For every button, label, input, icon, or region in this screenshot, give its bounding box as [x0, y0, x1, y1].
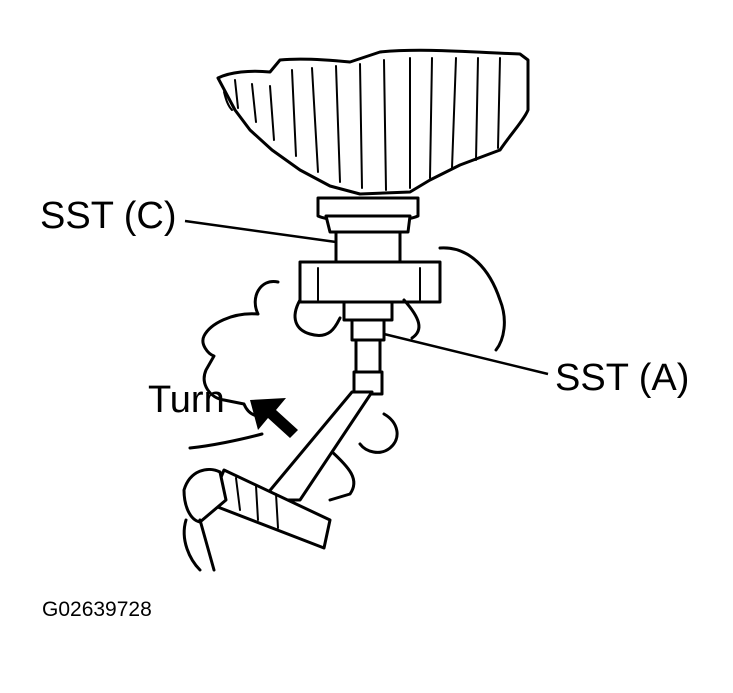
- leader-line-sst-a: [383, 332, 549, 376]
- figure-id: G02639728: [42, 598, 152, 621]
- leader-line-sst-c: [184, 219, 337, 244]
- housing: [216, 48, 530, 196]
- bracket: [182, 518, 216, 572]
- label-sst-a: SST (A): [555, 357, 690, 399]
- label-sst-c: SST (C): [40, 195, 177, 237]
- wrench: [182, 390, 374, 550]
- sst-a-tool: [350, 318, 386, 396]
- collar: [316, 196, 420, 234]
- hand: [188, 246, 506, 502]
- sst-c-tool: [298, 230, 442, 322]
- turn-arrow-icon: [250, 398, 298, 438]
- label-turn: Turn: [148, 379, 225, 421]
